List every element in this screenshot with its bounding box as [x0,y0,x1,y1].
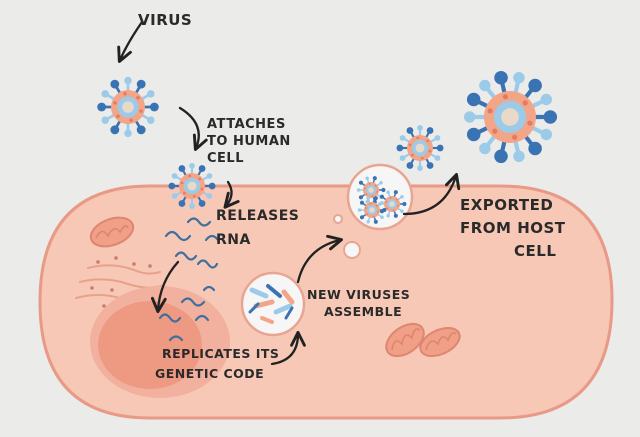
label-assemble-2: ASSEMBLE [324,304,402,319]
label-virus: VIRUS [138,11,192,29]
mitochondrion-icon [419,326,461,358]
virus-icon [463,70,558,164]
label-attaches-2: TO HUMAN [207,134,291,149]
arrow-icon [270,330,306,366]
virus-icon [168,162,216,210]
label-replicates-1: REPLICATES ITS [162,346,279,361]
arrows [117,20,461,366]
label-exported-1: EXPORTED [460,196,553,214]
assembling-capsids [248,284,295,324]
mitochondrion-icon [385,322,425,358]
arrow-icon [402,173,461,216]
label-releases-2: RNA [216,232,251,248]
label-exported-3: CELL [514,242,556,260]
arrow-icon [117,20,144,63]
host-cell [38,184,614,420]
labels: VIRUS ATTACHES TO HUMAN CELL RELEASES RN… [138,11,566,381]
virus-icon [357,196,387,224]
nucleus-icon [90,286,230,398]
label-assemble-1: NEW VIRUSES [307,287,410,302]
virus-icon [377,190,407,218]
label-attaches-1: ATTACHES [207,117,286,132]
vesicle-icon [240,271,306,337]
label-attaches-3: CELL [207,151,244,166]
label-releases-1: RELEASES [216,208,299,224]
mitochondrion-icon [89,216,135,248]
arrow-icon [296,234,344,284]
vesicle-icon [343,241,361,259]
virus-icon [97,76,159,138]
label-exported-2: FROM HOST [460,219,566,237]
label-replicates-2: GENETIC CODE [155,366,264,381]
rna-strand-icon [158,217,220,342]
vesicle-icon [333,214,343,224]
arrow-icon [150,260,180,314]
virus-icon [396,124,444,172]
arrow-icon [178,106,208,151]
arrow-icon [223,180,240,209]
